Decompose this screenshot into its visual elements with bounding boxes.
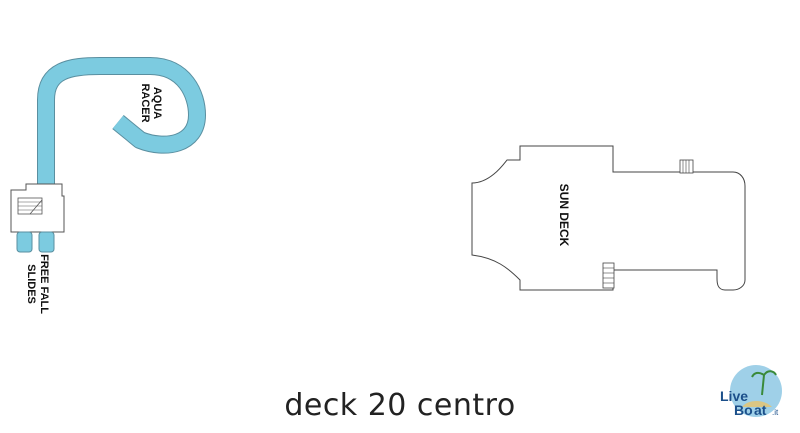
liveboat-logo: Live Bo at .it — [720, 365, 782, 418]
stairs-icon — [679, 159, 694, 174]
stairs-icon — [602, 262, 615, 289]
aqua-racer-label-line1: AQUA — [151, 87, 163, 119]
palm-icon — [751, 370, 777, 396]
free-fall-slide-left — [16, 231, 33, 253]
free-fall-slide-right — [38, 231, 55, 253]
logo-word-live: Live — [720, 388, 748, 404]
stairs-icon — [17, 197, 43, 215]
sun-deck-outline — [471, 145, 746, 291]
island-icon — [742, 401, 772, 407]
logo-word-bo: Bo — [734, 402, 753, 418]
sun-deck-label: SUN DECK — [557, 184, 571, 247]
deck-caption: deck 20 centro — [284, 388, 516, 423]
aqua-racer-label: AQUA RACER — [139, 83, 163, 122]
aqua-racer-slide — [38, 58, 205, 192]
logo-word-at: at — [754, 402, 767, 418]
globe-icon — [730, 365, 782, 417]
free-fall-label-line1: FREE FALL — [38, 254, 50, 314]
aqua-racer-label-line2: RACER — [139, 83, 151, 122]
free-fall-label-line2: SLIDES — [25, 264, 37, 304]
free-fall-slides-label: FREE FALL SLIDES — [25, 254, 50, 314]
logo-suffix: .it — [772, 408, 779, 417]
